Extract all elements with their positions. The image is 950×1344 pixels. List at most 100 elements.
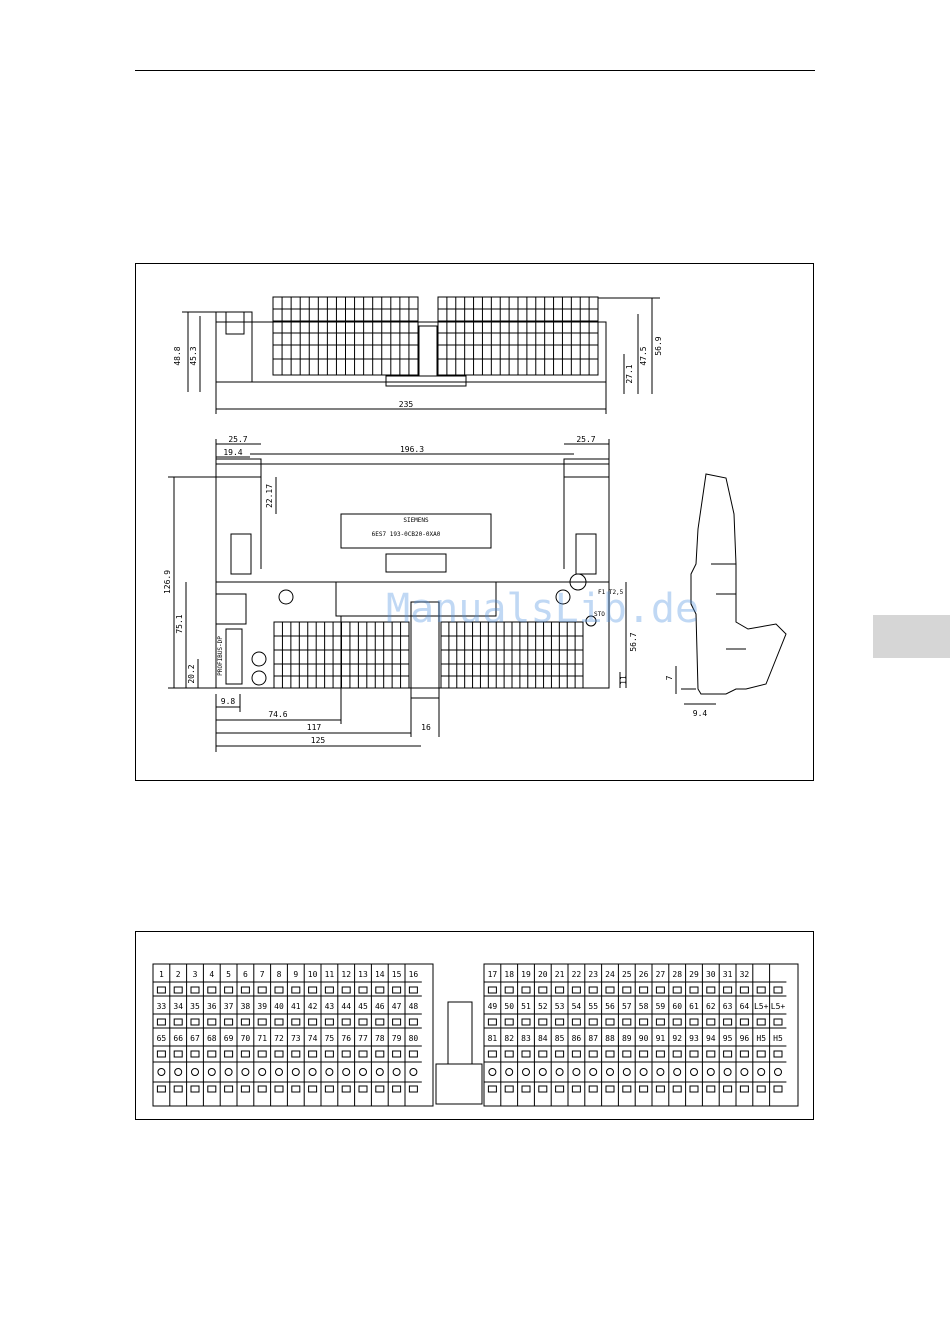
terminal-slot <box>773 1018 783 1026</box>
terminal-number-label: 46 <box>375 1002 385 1011</box>
terminal-slot <box>538 986 548 994</box>
dim-offset-c: 117 <box>307 723 322 732</box>
terminal-number-label: 36 <box>207 1002 217 1011</box>
terminal-number-label: 90 <box>639 1034 649 1043</box>
terminal-slot <box>639 1050 649 1058</box>
terminal-slot <box>274 986 284 994</box>
terminal-number-label: 94 <box>706 1034 716 1043</box>
dim-height-front-low: 20.2 <box>187 664 196 683</box>
terminal-slot <box>723 1085 733 1093</box>
terminal-number-label: 78 <box>375 1034 385 1043</box>
terminal-slot <box>240 986 250 994</box>
terminal-slot <box>308 986 318 994</box>
terminal-number-label: 89 <box>622 1034 632 1043</box>
dim-offset-b: 74.6 <box>268 710 287 719</box>
ground-symbol-icon <box>157 1068 166 1076</box>
terminal-number-label: 69 <box>224 1034 234 1043</box>
terminal-slot <box>605 1018 615 1026</box>
terminal-slot <box>622 1018 632 1026</box>
terminal-slot <box>622 1050 632 1058</box>
terminal-slot <box>190 1050 200 1058</box>
terminal-number-label: 11 <box>325 970 335 979</box>
terminal-slot <box>156 1085 166 1093</box>
terminal-number-label: 43 <box>325 1002 335 1011</box>
terminal-number-label: 10 <box>308 970 318 979</box>
ground-symbol-icon <box>291 1068 300 1076</box>
terminal-number-label: 34 <box>173 1002 183 1011</box>
terminal-number-label: 31 <box>723 970 733 979</box>
terminal-slot <box>504 1085 514 1093</box>
terminal-slot <box>773 1085 783 1093</box>
terminal-slot <box>706 1018 716 1026</box>
terminal-slot <box>173 1085 183 1093</box>
terminal-number-label: 58 <box>639 1002 649 1011</box>
terminal-number-label: 86 <box>572 1034 582 1043</box>
terminal-slot <box>639 1018 649 1026</box>
terminal-number-label: 79 <box>392 1034 402 1043</box>
dim-offset-a: 9.8 <box>221 697 236 706</box>
terminal-number-label: 66 <box>173 1034 183 1043</box>
terminal-number-label: 84 <box>538 1034 548 1043</box>
ground-symbol-icon <box>757 1068 766 1076</box>
terminal-slot <box>358 986 368 994</box>
terminal-number-label: 56 <box>605 1002 615 1011</box>
terminal-number-label: 23 <box>588 970 598 979</box>
ground-symbol-icon <box>308 1068 317 1076</box>
ground-symbol-icon <box>375 1068 384 1076</box>
terminal-slot <box>605 1050 615 1058</box>
terminal-number-label: 7 <box>260 970 265 979</box>
terminal-slot <box>571 1018 581 1026</box>
terminal-number-label: 18 <box>504 970 514 979</box>
terminal-number-label: 24 <box>605 970 615 979</box>
terminal-slot <box>555 1085 565 1093</box>
terminal-slot <box>773 986 783 994</box>
terminal-number-label: 75 <box>325 1034 335 1043</box>
terminal-slot <box>324 1050 334 1058</box>
terminal-slot <box>538 1050 548 1058</box>
terminal-number-label: 72 <box>274 1034 284 1043</box>
terminal-slot <box>521 1085 531 1093</box>
terminal-number-label: 67 <box>190 1034 200 1043</box>
terminal-number-label: 35 <box>190 1002 200 1011</box>
terminal-slot <box>588 986 598 994</box>
terminal-number-label: 57 <box>622 1002 632 1011</box>
terminal-slot <box>672 986 682 994</box>
terminal-number-label: 59 <box>656 1002 666 1011</box>
terminal-slot <box>487 1018 497 1026</box>
terminal-number-label: 28 <box>672 970 682 979</box>
terminal-slot <box>706 1050 716 1058</box>
terminal-slot <box>358 1018 368 1026</box>
terminal-slot <box>706 986 716 994</box>
terminal-slot <box>588 1085 598 1093</box>
terminal-slot <box>156 1050 166 1058</box>
terminal-number-label: 53 <box>555 1002 565 1011</box>
fuse-label: F1 T2,5 <box>598 589 624 596</box>
terminal-slot <box>224 1050 234 1058</box>
terminal-number-label: 54 <box>572 1002 582 1011</box>
dim-width: 235 <box>399 400 414 409</box>
terminal-number-label: 6 <box>243 970 248 979</box>
center-connector <box>447 1001 473 1065</box>
terminal-slot <box>341 1085 351 1093</box>
dim-center-span: 196.3 <box>400 445 424 454</box>
dim-left-inner: 19.4 <box>223 448 242 457</box>
terminal-number-label: 25 <box>622 970 632 979</box>
terminal-number-label: 22 <box>572 970 582 979</box>
terminal-number-label: 16 <box>409 970 419 979</box>
terminal-number-label: 60 <box>672 1002 682 1011</box>
terminal-slot <box>504 1050 514 1058</box>
terminal-slot <box>375 986 385 994</box>
chapter-tab <box>873 615 950 658</box>
terminal-slot <box>555 1050 565 1058</box>
terminal-number-label: 1 <box>159 970 164 979</box>
dim-bracket-depth: 22.17 <box>265 484 274 508</box>
ground-symbol-icon <box>505 1068 514 1076</box>
terminal-slot <box>723 986 733 994</box>
terminal-slot <box>291 1085 301 1093</box>
terminal-slot <box>487 986 497 994</box>
terminal-slot <box>392 1018 402 1026</box>
dim-right-height-1: 56.7 <box>629 632 638 651</box>
terminal-number-label: 68 <box>207 1034 217 1043</box>
ground-symbol-icon <box>706 1068 715 1076</box>
